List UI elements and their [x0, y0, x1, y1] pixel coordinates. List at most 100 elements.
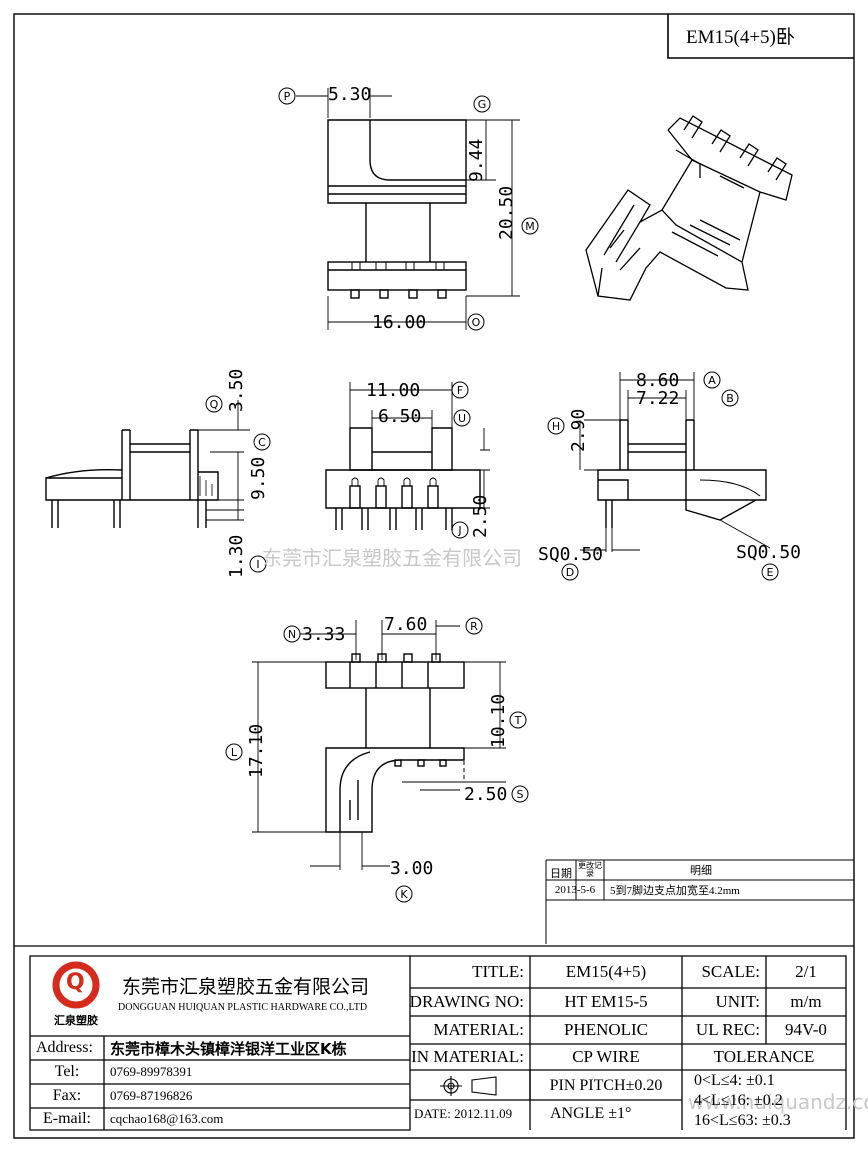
ref-circle-d — [561, 563, 579, 581]
date-label: DATE: — [414, 1106, 451, 1121]
angle-tolerance: ANGLE ±1° — [550, 1105, 632, 1122]
ref-letter-r: R — [470, 620, 478, 633]
dim-bottom-s: 2.50 — [464, 784, 508, 805]
pin-material-value: CP WIRE — [572, 1047, 640, 1066]
dim-bottom-r: 7.60 — [384, 614, 428, 635]
isometric-view — [585, 115, 793, 301]
ref-circle-g — [473, 95, 491, 113]
right-side-view — [597, 419, 767, 528]
ul-value: 94V-0 — [785, 1020, 827, 1039]
front-view — [325, 427, 481, 530]
tel-label: Tel: — [54, 1063, 80, 1080]
rev-col-code: 更改记录 — [578, 861, 602, 878]
company-name-cn: 东莞市汇泉塑胶五金有限公司 — [122, 976, 370, 998]
ref-circle-s — [511, 785, 529, 803]
projection-symbol — [440, 1076, 497, 1096]
company-logo-graphic — [52, 961, 100, 1009]
ref-letter-j: J — [457, 524, 461, 537]
left-side-dims — [198, 400, 250, 521]
ref-circle-k — [395, 885, 413, 903]
ref-letter-g: G — [478, 98, 487, 111]
email-label: E-mail: — [43, 1110, 91, 1127]
unit-value: m/m — [790, 992, 822, 1011]
dim-top-m: 20.50 — [496, 185, 517, 240]
ref-letter-s: S — [517, 788, 524, 801]
drawing-frame — [13, 13, 855, 1139]
dim-front-u: 6.50 — [378, 406, 422, 427]
dim-top-o: 16.00 — [372, 312, 427, 333]
ref-circle-l — [225, 743, 243, 761]
ref-circle-i — [249, 555, 267, 573]
drawing-no-label: DRAWING NO: — [410, 992, 524, 1011]
logo-caption: 汇泉塑胶 — [54, 1014, 98, 1027]
ref-circle-j — [451, 521, 469, 539]
material-value: PHENOLIC — [563, 1020, 649, 1039]
tolerance-row-1: 0<L≤4: ±0.1 — [694, 1071, 775, 1089]
part-label: EM15(4+5)卧 — [686, 27, 795, 48]
dim-right-a: 8.60 — [636, 370, 680, 391]
fax-label: Fax: — [52, 1087, 82, 1104]
dim-bottom-l: 17.10 — [246, 723, 267, 778]
address-label: Address: — [36, 1039, 93, 1056]
header-label-box — [667, 14, 854, 59]
ref-letter-k: K — [400, 888, 408, 901]
ref-circle-h — [547, 417, 565, 435]
rev-col-date: 日期 — [550, 868, 572, 880]
ref-circle-c — [253, 433, 271, 451]
top-view — [327, 119, 467, 299]
dim-right-b: 7.22 — [636, 388, 680, 409]
ref-letter-e: E — [767, 566, 774, 579]
dim-top-p: 5.30 — [328, 84, 372, 105]
bottom-view-dims — [252, 620, 506, 870]
dim-top-g: 9.44 — [466, 138, 487, 182]
date-label-value: DATE: 2012.11.09 — [410, 1100, 530, 1128]
dim-left-q: 3.50 — [226, 368, 247, 412]
company-name-en: DONGGUAN HUIQUAN PLASTIC HARDWARE CO.,LT… — [118, 1002, 368, 1013]
ref-circle-e — [761, 563, 779, 581]
ref-letter-u: U — [458, 412, 466, 425]
ref-letter-p: P — [284, 90, 291, 103]
dim-right-e: SQ0.50 — [736, 542, 802, 563]
ref-circle-f — [451, 381, 469, 399]
ref-letter-q: Q — [210, 398, 219, 411]
pin-material-label: PIN MATERIAL: — [410, 1047, 524, 1066]
dim-bottom-k: 3.00 — [390, 858, 434, 879]
right-side-dims — [579, 372, 771, 552]
ref-circle-a — [703, 371, 721, 389]
ref-letter-i: I — [256, 558, 259, 571]
email-value: cqchao168@163.com — [110, 1111, 224, 1126]
fax-value: 0769-87196826 — [110, 1088, 193, 1103]
ref-letter-h: H — [552, 420, 560, 433]
ref-letter-m: M — [525, 220, 535, 233]
ref-circle-b — [721, 389, 739, 407]
ref-letter-t: T — [514, 714, 522, 727]
bottom-view — [325, 653, 465, 833]
ref-letter-a: A — [708, 374, 716, 387]
dim-left-i: 1.30 — [226, 534, 247, 578]
revision-table-lines — [545, 859, 854, 944]
ul-label: UL REC: — [695, 1020, 760, 1039]
tolerance-row-3: 16<L≤63: ±0.3 — [694, 1111, 791, 1129]
dim-right-d: SQ0.50 — [538, 544, 604, 565]
scale-label: SCALE: — [701, 962, 760, 981]
top-view-dims — [296, 88, 520, 330]
rev-row-desc: 5到7脚边支点加宽至4.2mm — [610, 885, 740, 897]
ref-letter-f: F — [457, 384, 463, 397]
material-label: MATERIAL: — [433, 1020, 524, 1039]
unit-label: UNIT: — [715, 992, 760, 1011]
drawing-no-value: HT EM15-5 — [564, 992, 648, 1011]
ref-circle-t — [509, 711, 527, 729]
ref-circle-u — [453, 409, 471, 427]
dim-front-j: 2.50 — [470, 494, 491, 538]
dim-bottom-n: 3.33 — [302, 624, 346, 645]
ref-letter-c: C — [258, 436, 266, 449]
ref-circle-r — [465, 617, 483, 635]
tel-value: 0769-89978391 — [110, 1064, 193, 1079]
ref-letter-n: N — [288, 628, 296, 641]
ref-letter-o: O — [472, 316, 481, 329]
address-value: 东莞市樟木头镇樟洋银洋工业区K栋 — [110, 1039, 347, 1058]
ref-circle-q — [205, 395, 223, 413]
ref-circle-m — [521, 217, 539, 235]
